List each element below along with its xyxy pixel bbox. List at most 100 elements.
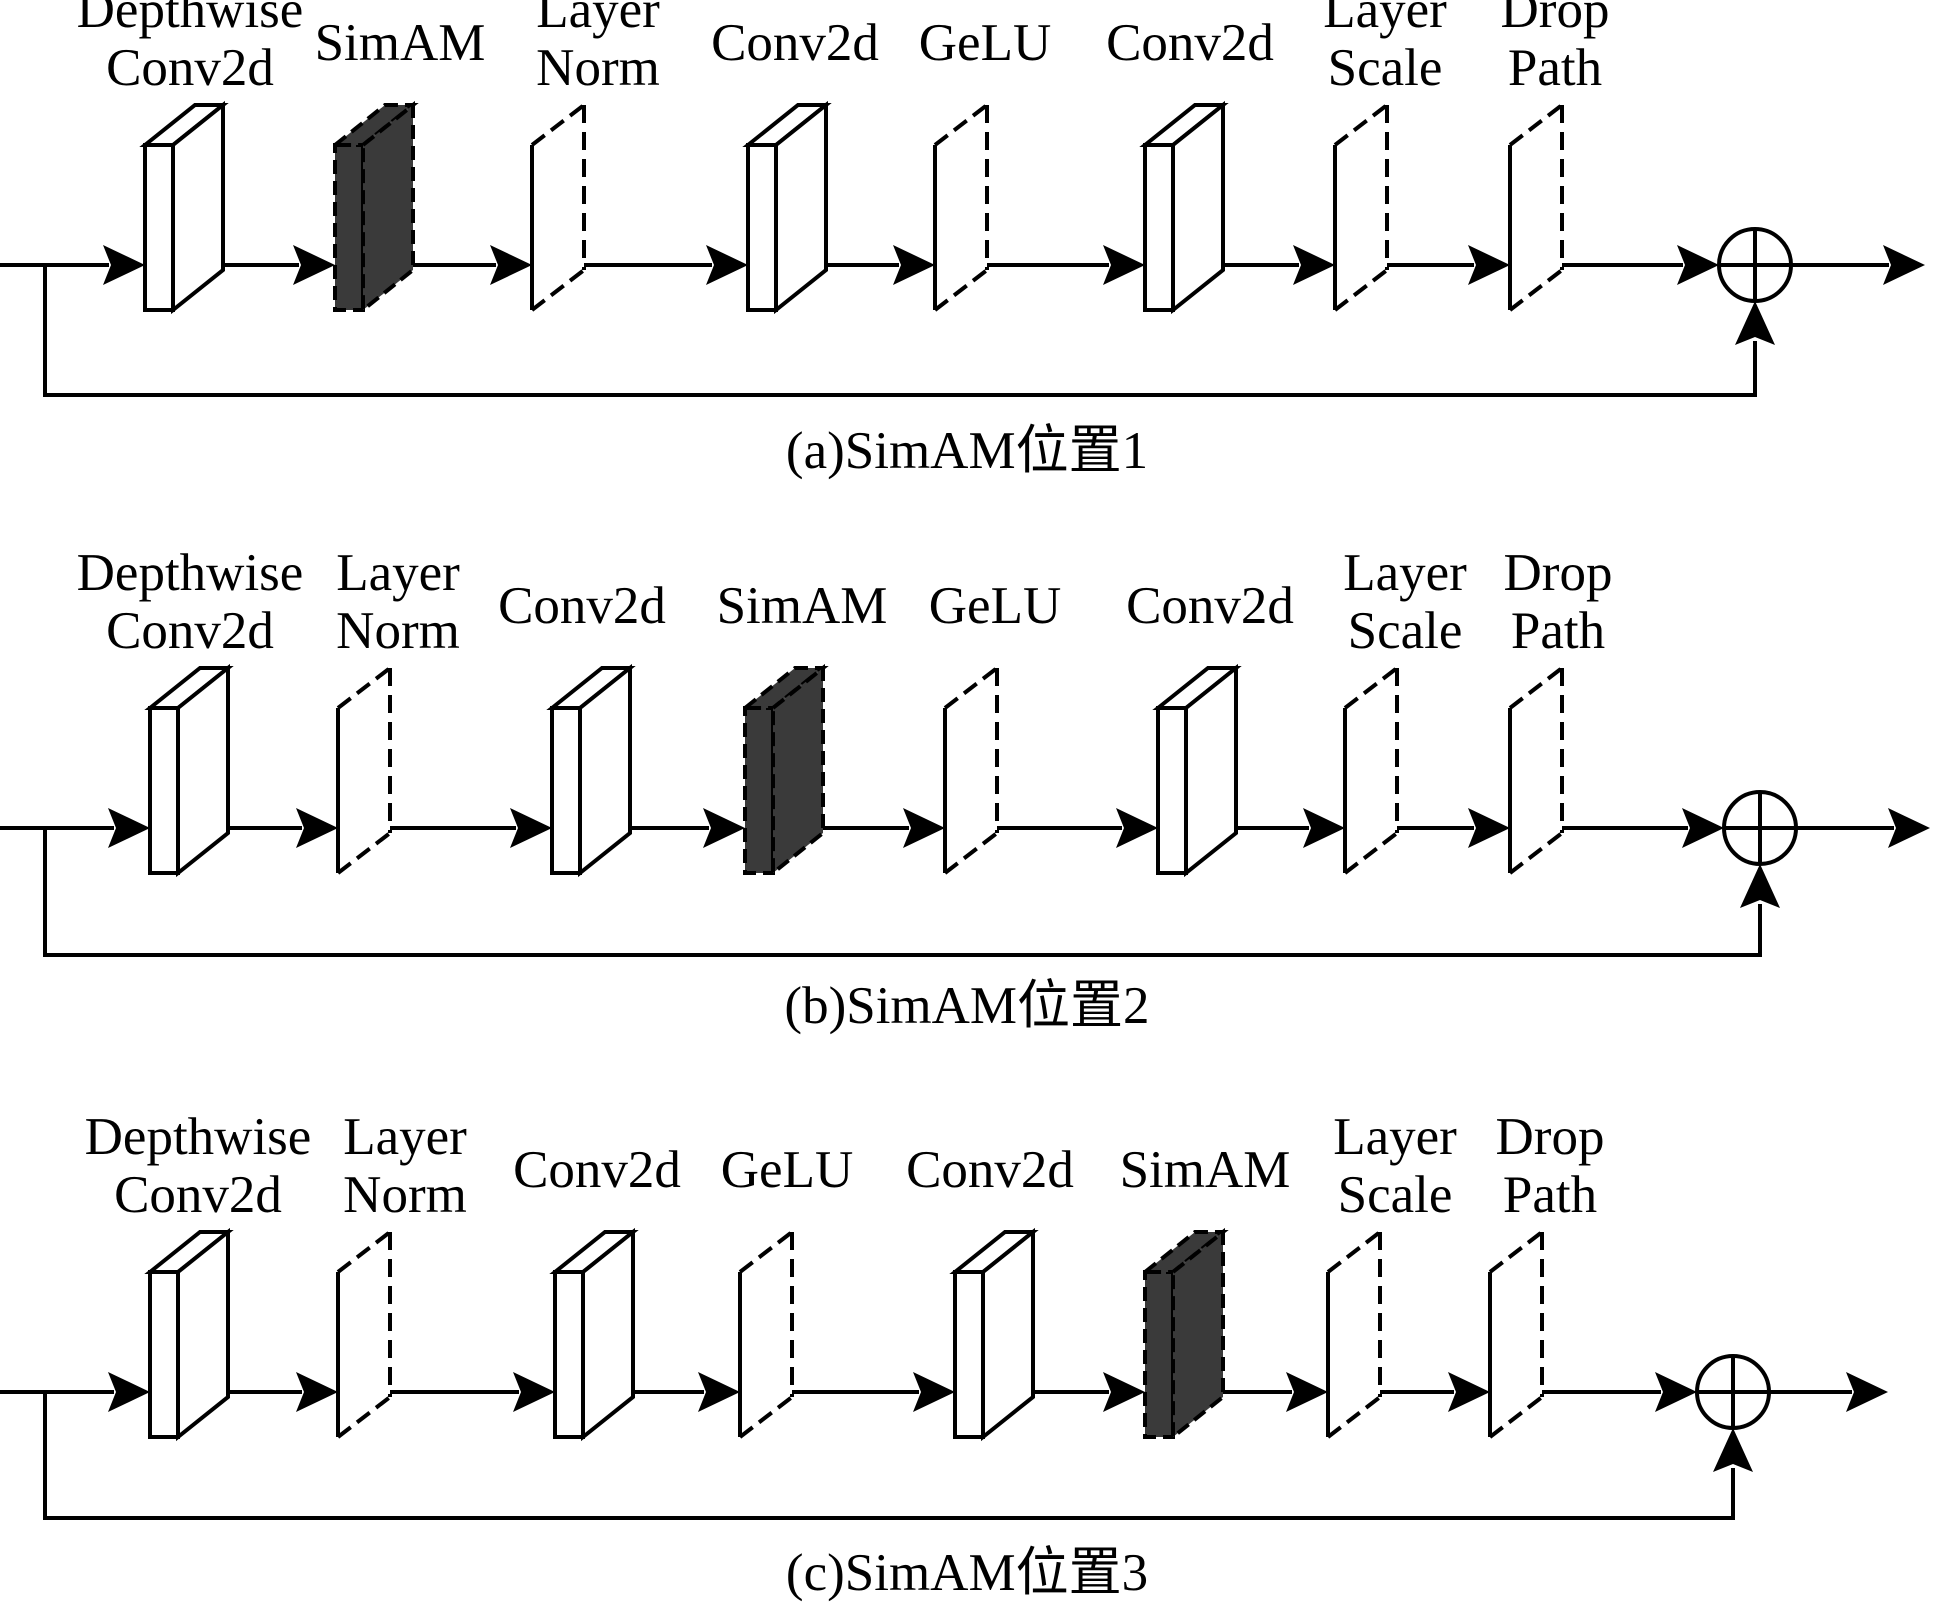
panel-3-block-1-conv-label-line-2: Conv2d (114, 1166, 282, 1224)
panel-1-block-2-simam (329, 100, 419, 315)
panel-1-block-5-norm-topedge (933, 103, 989, 147)
panel-2-arrow-6-head (1116, 808, 1158, 848)
panel-3-block-7-norm (1326, 1230, 1382, 1439)
panel-3-block-4-norm-topedge (738, 1230, 794, 1274)
panel-2-arrow-1-head (108, 808, 150, 848)
residual-arrowhead (1713, 1428, 1753, 1472)
panel-2-residual-path (43, 828, 1780, 957)
panel-2-block-7-norm (1343, 666, 1399, 875)
residual-line (43, 265, 1757, 397)
panel-3-block-6-simam-front (1143, 1270, 1175, 1439)
panel-3-block-8-norm-label-line-1: Drop (1496, 1108, 1605, 1166)
panel-1-block-7-norm-topedge (1333, 103, 1389, 147)
panel-3-arrow-1-head (108, 1372, 150, 1412)
panel-2-block-1-conv (144, 663, 234, 878)
panel-3-arrow-2-head (296, 1372, 338, 1412)
panel-2-block-7-norm-label-line-1: Layer (1343, 544, 1467, 602)
panel-2-block-5-norm-topedge (943, 666, 999, 710)
panel-2-block-7-norm-bottomedge (1343, 831, 1399, 875)
panel-3-arrow-to-sum-head (1655, 1372, 1697, 1412)
panel-3-arrow-7-head (1286, 1372, 1328, 1412)
panel-1-block-8-norm-label-line-2: Path (1508, 39, 1602, 97)
panel-2-output-arrow-head (1888, 808, 1930, 848)
panel-2-block-4-simam-side (771, 663, 825, 878)
panel-3-block-8-norm-label-line-2: Path (1503, 1166, 1597, 1224)
panel-1-block-5-norm (933, 103, 989, 312)
panel-3-arrow-4-head (698, 1372, 740, 1412)
panel-2-block-6-conv (1152, 663, 1242, 878)
residual-line (43, 828, 1762, 957)
panel-2-sum-node (1722, 790, 1798, 866)
panel-3-block-7-norm-topedge (1326, 1230, 1382, 1274)
panel-3-arrow-6-head (1103, 1372, 1145, 1412)
panel-1-arrow-to-sum-head (1677, 245, 1719, 285)
panel-2-block-1-conv-front (148, 706, 180, 875)
panel-2-block-7-norm-topedge (1343, 666, 1399, 710)
panel-1-arrow-1-head (103, 245, 145, 285)
panel-3-block-5-conv (949, 1227, 1039, 1442)
panel-1-block-8-norm (1508, 103, 1564, 312)
panel-2-block-5-norm-label-line-1: GeLU (929, 577, 1061, 635)
panel-2-arrow-7-head (1303, 808, 1345, 848)
panel-2-block-7-norm-label-line-2: Scale (1348, 602, 1463, 660)
panel-1-block-4-conv (742, 100, 832, 315)
panel-1-block-1-conv (139, 100, 229, 315)
panel-1-arrow-7-head (1293, 245, 1335, 285)
panel-3-block-7-norm-label-line-2: Scale (1338, 1166, 1453, 1224)
panel-2-block-4-simam-front (743, 706, 775, 875)
panel-3-block-6-simam-label-line-1: SimAM (1120, 1141, 1291, 1199)
panel-1-arrow-2-head (293, 245, 335, 285)
panel-1-block-2-simam-label-line-1: SimAM (315, 14, 486, 72)
panel-1-block-5-norm-bottomedge (933, 268, 989, 312)
panel-2-block-2-norm-bottomedge (336, 831, 392, 875)
panel-2-block-8-norm-topedge (1508, 666, 1564, 710)
panel-1-caption: (a)SimAM位置1 (786, 422, 1148, 480)
panel-2-arrow-2-head (296, 808, 338, 848)
panel-1-block-4-conv-side (774, 100, 828, 315)
panel-2-block-6-conv-label-line-1: Conv2d (1126, 577, 1294, 635)
panel-2-block-6-conv-side (1184, 663, 1238, 878)
panel-3-block-3-conv-label-line-1: Conv2d (513, 1141, 681, 1199)
panel-1-block-5-norm-label-line-1: GeLU (919, 14, 1051, 72)
panel-2-arrow-4-head (703, 808, 745, 848)
panel-3-arrow-8-head (1448, 1372, 1490, 1412)
panel-1-block-8-norm-label-line-1: Drop (1501, 0, 1610, 39)
panel-3-block-1-conv-side (176, 1227, 230, 1442)
panel-1-block-6-conv (1139, 100, 1229, 315)
panel-2-arrow-5-head (903, 808, 945, 848)
panel-2-block-1-conv-side (176, 663, 230, 878)
panel-2-arrow-8-head (1468, 808, 1510, 848)
panel-1-arrow-6-head (1103, 245, 1145, 285)
panel-3-block-4-norm (738, 1230, 794, 1439)
panel-1-block-7-norm-bottomedge (1333, 268, 1389, 312)
panel-3-block-3-conv-side (581, 1227, 635, 1442)
panel-1-residual-path (43, 265, 1775, 397)
panel-2-block-3-conv-label-line-1: Conv2d (498, 577, 666, 635)
panel-1-block-1-conv-side (171, 100, 225, 315)
panel-3-block-6-simam (1139, 1227, 1229, 1442)
panel-1-block-2-simam-side (361, 100, 415, 315)
panel-1-block-6-conv-label-line-1: Conv2d (1106, 14, 1274, 72)
panel-1-arrow-8-head (1468, 245, 1510, 285)
panel-2-block-2-norm-topedge (336, 666, 392, 710)
panel-3-block-5-conv-side (981, 1227, 1035, 1442)
panel-3-block-1-conv (144, 1227, 234, 1442)
panel-2-block-1-conv-label-line-1: Depthwise (77, 544, 304, 602)
panel-1-block-3-norm (530, 103, 586, 312)
panel-2-block-2-norm-label-line-2: Norm (336, 602, 460, 660)
panel-2-arrow-3-head (510, 808, 552, 848)
panel-2-block-4-simam-label-line-1: SimAM (717, 577, 888, 635)
panel-2-block-6-conv-front (1156, 706, 1188, 875)
panel-2-block-8-norm-label-line-1: Drop (1504, 544, 1613, 602)
panel-3-caption: (c)SimAM位置3 (786, 1544, 1148, 1602)
panel-1-block-4-conv-label-line-1: Conv2d (711, 14, 879, 72)
panel-1-block-3-norm-bottomedge (530, 268, 586, 312)
panel-3-arrow-5-head (913, 1372, 955, 1412)
panel-1-block-3-norm-label-line-1: Layer (536, 0, 660, 39)
panel-1-arrow-5-head (893, 245, 935, 285)
panel-3-block-7-norm-label-line-1: Layer (1333, 1108, 1457, 1166)
panel-3-output-arrow-head (1846, 1372, 1888, 1412)
panel-1-block-1-conv-label-line-2: Conv2d (106, 39, 274, 97)
